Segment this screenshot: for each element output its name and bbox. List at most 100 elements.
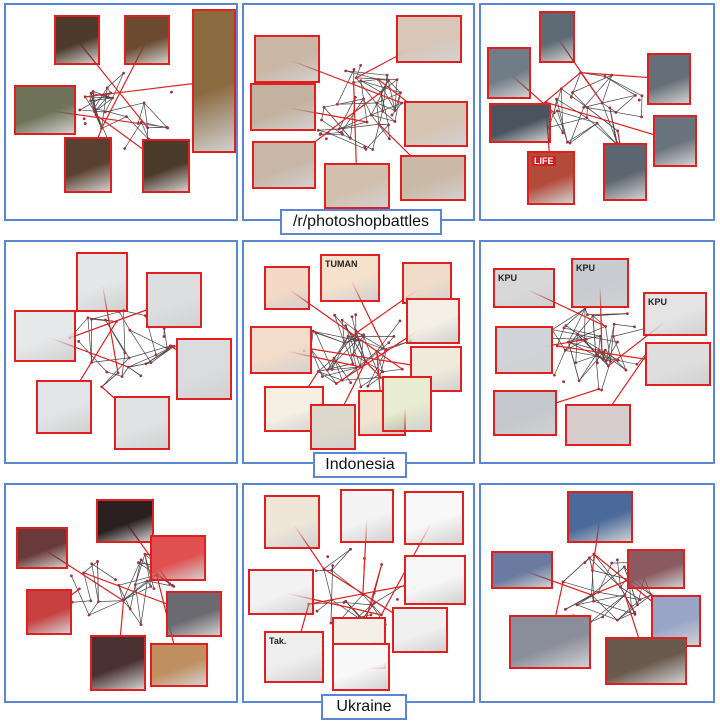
graph-edge: [548, 88, 562, 128]
graph-edge: [353, 78, 379, 83]
graph-node: [366, 384, 370, 388]
graph-edge: [150, 345, 175, 363]
graph-node: [315, 609, 319, 613]
anime-thumbnail: [16, 527, 68, 569]
graph-edge: [91, 563, 116, 580]
graph-edge: [601, 75, 613, 104]
graph-node: [320, 375, 324, 378]
protest-thumbnail: [627, 549, 685, 589]
graph-edge: [129, 608, 142, 625]
graph-edge: [138, 123, 167, 128]
graph-edge: [601, 102, 618, 143]
graph-edge: [592, 315, 606, 327]
graph-edge: [84, 96, 95, 113]
graph-edge: [548, 117, 587, 128]
graph-node: [371, 148, 375, 151]
graph-edge: [613, 328, 645, 337]
graph-node: [139, 558, 143, 562]
graph-edge: [83, 572, 92, 601]
graph-edge: [360, 80, 401, 94]
meme-thumbnail: [402, 262, 452, 304]
graph-node: [139, 623, 143, 627]
window-cat-thumbnail: [489, 103, 551, 143]
document-thumbnail: [176, 338, 232, 400]
beach-thumbnail: [404, 101, 468, 147]
graph-node: [629, 604, 633, 608]
anime-thumbnail: [26, 589, 72, 635]
graph-edge: [355, 77, 383, 112]
graph-node: [633, 93, 637, 97]
graph-node: [316, 128, 320, 132]
graph-node: [142, 101, 146, 105]
graph-edge: [552, 329, 578, 335]
graph-edge: [144, 554, 155, 589]
graph-edge: [565, 339, 587, 351]
graph-edge: [593, 553, 621, 588]
graph-node: [333, 313, 337, 317]
graph-edge: [141, 122, 149, 140]
graph-edge: [391, 102, 403, 116]
graph-node: [149, 361, 153, 365]
graph-node: [399, 91, 402, 95]
graph-edge: [617, 599, 641, 621]
wojak-thumbnail: Tak.: [264, 631, 324, 683]
graph-node: [326, 368, 329, 372]
photoshop-panel-2: [242, 3, 475, 221]
graph-node: [555, 109, 559, 113]
graph-node: [91, 90, 95, 93]
graph-edge: [318, 363, 353, 372]
graph-node: [349, 547, 352, 551]
graph-node: [387, 123, 390, 127]
graph-node: [344, 69, 348, 73]
wojak-thumbnail: [332, 643, 390, 691]
protest-thumbnail: [567, 491, 633, 543]
graph-edge: [112, 73, 124, 99]
graph-edge: [572, 74, 612, 93]
graph-edge: [639, 594, 652, 600]
graph-edge: [140, 580, 148, 625]
graph-node: [395, 78, 399, 82]
wojak-thumbnail: [404, 491, 464, 545]
graph-edge: [378, 123, 389, 126]
graph-node: [92, 106, 96, 110]
graph-edge: [334, 315, 345, 343]
graph-edge: [327, 339, 357, 371]
graph-edge: [144, 554, 152, 587]
beach-thumbnail: [254, 35, 320, 83]
graph-node: [625, 312, 629, 316]
photoshop-panel-1: [4, 3, 238, 221]
graph-edge: [345, 325, 361, 368]
graph-node: [577, 379, 581, 383]
graph-node: [640, 115, 643, 119]
graph-node: [351, 362, 355, 366]
graph-node: [355, 338, 358, 342]
graph-edge: [560, 88, 564, 133]
protest-thumbnail: [491, 551, 553, 589]
graph-edge: [602, 350, 606, 360]
graph-edge: [104, 97, 113, 113]
row-label-photoshopbattles: /r/photoshopbattles: [280, 209, 442, 235]
graph-edge: [129, 584, 136, 610]
graph-node: [145, 579, 149, 583]
graph-node: [586, 106, 589, 110]
graph-edge: [79, 92, 111, 111]
ballot-box-thumbnail: [565, 404, 631, 446]
ukraine-panel-2: Tak.: [242, 483, 475, 703]
graph-edge: [565, 325, 587, 340]
graph-node: [70, 574, 73, 578]
graph-node: [393, 109, 397, 112]
graph-edge: [336, 69, 355, 105]
graph-edge: [620, 586, 641, 600]
graph-node: [349, 136, 352, 140]
graph-node: [122, 71, 125, 75]
graph-edge: [123, 310, 126, 353]
graph-node: [326, 555, 330, 558]
graph-edge: [365, 124, 389, 150]
graph-node: [329, 621, 333, 625]
graph-node: [385, 73, 389, 77]
graph-edge: [101, 372, 119, 388]
graph-node: [170, 90, 173, 94]
indonesia-panel-1: [4, 240, 238, 464]
graph-node: [622, 565, 626, 569]
